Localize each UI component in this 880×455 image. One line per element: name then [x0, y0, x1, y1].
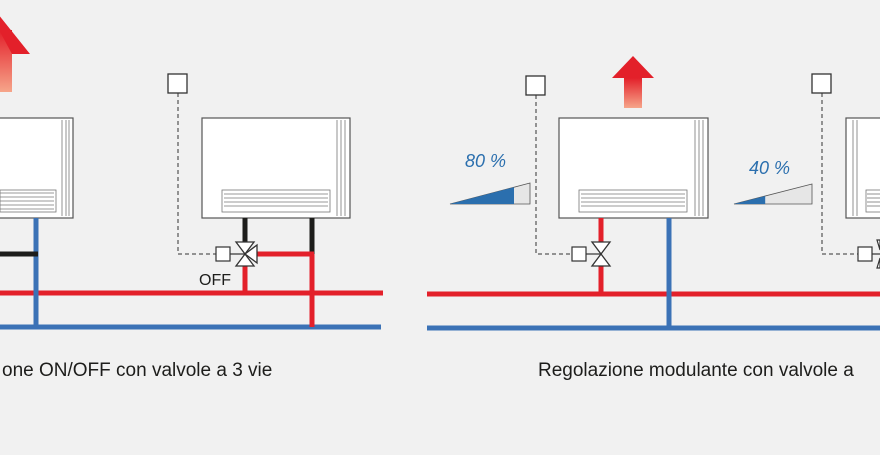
caption-right: Regolazione modulante con valvole a [538, 360, 854, 381]
fan-coil-unit-3 [558, 56, 709, 219]
actuator-icon[interactable] [215, 246, 231, 262]
thermostat-icon[interactable] [167, 73, 188, 94]
heat-output-arrow-icon [0, 16, 30, 92]
two-way-valve-icon[interactable] [590, 241, 612, 267]
fan-coil-unit-1 [0, 16, 74, 219]
control-line-right-1 [535, 95, 572, 255]
heat-output-arrow-icon [612, 56, 654, 108]
two-way-valve-icon[interactable] [876, 239, 880, 251]
control-line-right-2 [821, 93, 858, 255]
valve-state-label: OFF [199, 272, 231, 289]
thermostat-icon[interactable] [525, 75, 546, 96]
modulation-label-80: 80 % [465, 151, 506, 171]
fan-coil-unit-2 [201, 117, 351, 219]
modulation-wedge-80 [449, 182, 531, 205]
modulation-label-40: 40 % [749, 158, 790, 178]
left-diagram: OFF [0, 16, 383, 330]
control-line-left [177, 93, 216, 255]
fan-coil-unit-4 [845, 117, 880, 219]
actuator-icon[interactable] [857, 246, 873, 262]
thermostat-icon[interactable] [811, 73, 832, 94]
caption-left: one ON/OFF con valvole a 3 vie [2, 360, 272, 381]
modulation-wedge-40 [733, 183, 813, 205]
actuator-icon[interactable] [571, 246, 587, 262]
right-diagram: 80 % 40 % [427, 56, 880, 331]
three-way-valve-icon[interactable] [234, 241, 258, 267]
